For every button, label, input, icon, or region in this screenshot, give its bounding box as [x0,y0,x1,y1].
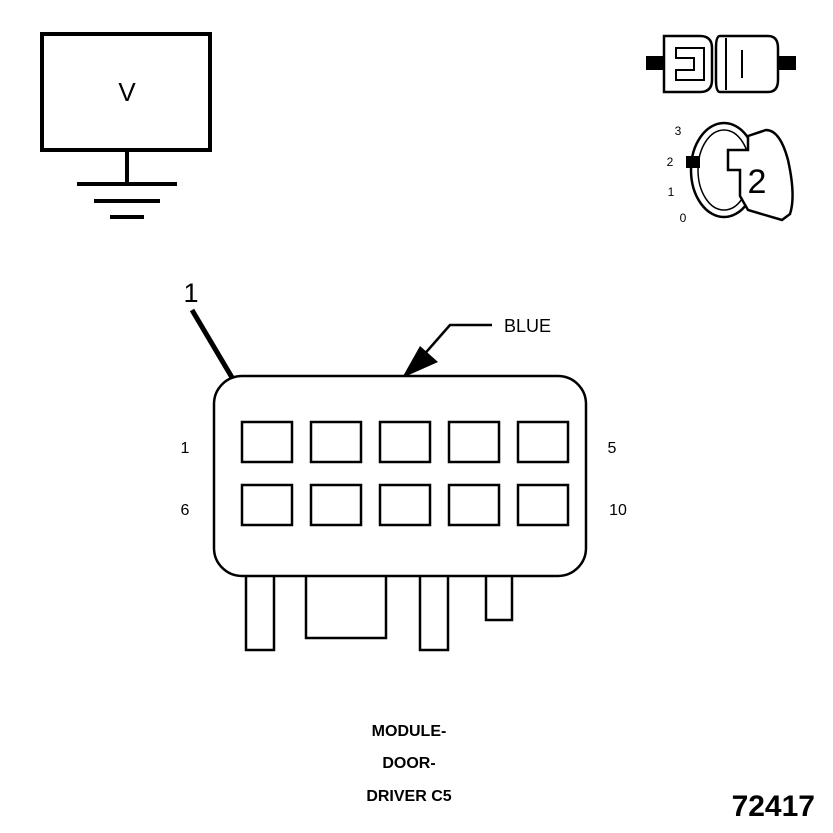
connector-title-line-2: DOOR- [382,755,435,772]
connector-housing [212,374,588,578]
figure-number: 72417 [732,790,815,823]
connector-c5: 1 5 6 10 [181,374,627,652]
connector-title-line-1: MODULE- [372,723,447,740]
pin-cavity [447,420,501,464]
connector-title: MODULE- DOOR- DRIVER C5 [366,723,451,805]
connector-tabs [244,572,514,652]
pin-cavity [240,483,294,527]
color-label-leader: BLUE [402,316,551,378]
pin-label-6: 6 [181,502,190,519]
pin-cavity [447,483,501,527]
ignition-selected-position: 2 [748,163,767,201]
voltmeter-box [40,32,212,152]
ignition-position-0: 0 [680,211,687,225]
pin-label-10: 10 [609,502,627,519]
pin-cavity [516,483,570,527]
ignition-position-marker [686,156,700,168]
disconnected-connector-icon [646,34,796,94]
pin-label-5: 5 [608,440,617,457]
ignition-key [726,128,794,222]
pin-cavity [309,483,363,527]
connector-title-line-3: DRIVER C5 [366,788,451,805]
ignition-position-1: 1 [668,185,675,199]
pin-cavity [516,420,570,464]
callout-number: 1 [183,278,198,308]
voltmeter-symbol: V [40,32,212,219]
pin-cavity [309,420,363,464]
voltmeter-label: V [118,77,136,107]
ignition-position-3: 3 [675,124,682,138]
pin-cavity [378,483,432,527]
pin-row-1 [240,420,570,464]
ignition-switch-icon: 3 2 1 0 2 [667,121,794,225]
ignition-position-2: 2 [667,155,674,169]
pin-cavity [240,420,294,464]
pin-label-1: 1 [181,440,190,457]
connector-color-label: BLUE [504,316,551,336]
pin-cavity [378,420,432,464]
pin-row-2 [240,483,570,527]
ground-icon [77,182,177,219]
